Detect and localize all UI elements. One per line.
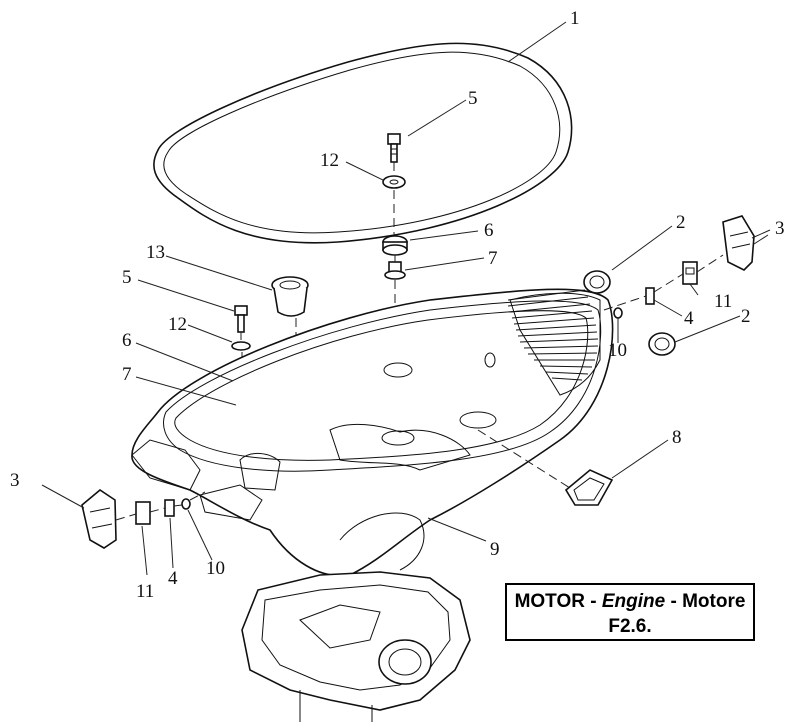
callout-4-right: 4	[684, 308, 694, 329]
screw-part-5-left	[234, 305, 248, 333]
cowling-ribs	[507, 289, 599, 381]
lower-bracket-casting	[241, 571, 471, 722]
figure-code: F2.6.	[608, 616, 652, 637]
callout-10-right: 10	[608, 340, 627, 361]
callout-12-top: 12	[320, 150, 339, 171]
cover-seal-part-1	[153, 42, 573, 244]
spring-part-4-left	[164, 499, 175, 517]
callout-4-left: 4	[168, 568, 178, 589]
bushing-part-7-top	[384, 261, 406, 280]
grommet-part-2-lower	[648, 332, 676, 356]
callout-11-right: 11	[714, 291, 732, 312]
rubber-pad-part-8	[564, 469, 614, 506]
cup-part-13	[271, 276, 309, 317]
leader-lines	[41, 21, 771, 576]
spring-part-4-right	[645, 287, 655, 305]
callout-1: 1	[570, 8, 580, 29]
callout-7-top: 7	[488, 248, 498, 269]
callout-12-left: 12	[168, 314, 187, 335]
callout-2-lower: 2	[741, 306, 751, 327]
callout-6-top: 6	[484, 220, 494, 241]
latch-part-3-right	[722, 215, 755, 271]
diagram-title-box: MOTOR - Engine - Motore F2.6.	[505, 583, 755, 641]
screw-part-10-left	[181, 498, 191, 510]
callout-11-left: 11	[136, 581, 154, 602]
title-motor: MOTOR -	[514, 591, 602, 612]
screw-part-10-right	[613, 307, 623, 319]
title-motore: - Motore	[665, 591, 746, 612]
callout-13: 13	[146, 242, 165, 263]
washer-hole-top	[389, 179, 399, 185]
callout-7-left: 7	[122, 364, 132, 385]
grommet-part-2-upper	[583, 270, 611, 294]
title-line: MOTOR - Engine - Motore	[507, 589, 753, 614]
callout-8: 8	[672, 427, 682, 448]
title-engine: Engine	[601, 591, 666, 612]
grommet-part-6-top	[382, 235, 408, 256]
callout-3-right: 3	[775, 218, 785, 239]
callout-5-top: 5	[468, 88, 478, 109]
callout-5-left: 5	[122, 267, 132, 288]
callout-6-left: 6	[122, 330, 132, 351]
washer-part-12-top	[382, 175, 406, 189]
washer-part-12-left	[231, 341, 251, 351]
callout-2-upper: 2	[676, 212, 686, 233]
clip-part-11-right	[682, 261, 698, 285]
callout-10-left: 10	[206, 558, 225, 579]
callout-9: 9	[490, 539, 500, 560]
latch-part-3-left	[81, 489, 117, 549]
callout-3-left: 3	[10, 470, 20, 491]
clip-part-11-left	[135, 501, 151, 525]
cowling-body-part-9	[131, 288, 614, 577]
